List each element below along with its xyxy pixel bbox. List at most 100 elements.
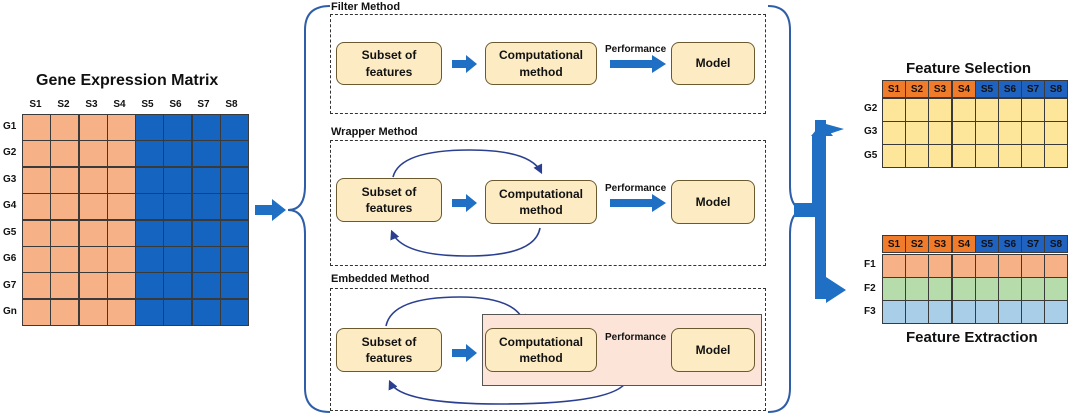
- matrix-cell: [50, 140, 79, 167]
- table-cell: [1044, 254, 1068, 278]
- matrix-cell: [135, 193, 164, 220]
- matrix-cell: [107, 167, 136, 194]
- table-cell: [928, 121, 952, 145]
- matrix-to-methods-arrow: [255, 199, 286, 221]
- matrix-cell: [220, 193, 249, 220]
- matrix-cell: [107, 299, 136, 326]
- embedded-model-node: Model: [671, 328, 755, 372]
- matrix-cell: [22, 114, 51, 141]
- table-cell: [905, 254, 929, 278]
- embedded-method-box: [330, 288, 766, 411]
- table-header-cell: S8: [1044, 80, 1068, 98]
- matrix-row-label: G2: [3, 147, 17, 158]
- branch-arrow-up-head: [815, 120, 844, 139]
- matrix-cell: [107, 272, 136, 299]
- feature-selection-title: Feature Selection: [906, 60, 1032, 77]
- extraction-row-label: F2: [864, 283, 876, 294]
- table-cell: [952, 254, 976, 278]
- wrapper-performance-label: Performance: [605, 183, 667, 194]
- embedded-performance-label: Performance: [605, 332, 667, 343]
- table-header-cell: S5: [975, 80, 999, 98]
- matrix-col-label: S5: [141, 99, 154, 110]
- table-cell: [998, 277, 1022, 301]
- selection-row-label: G3: [864, 126, 878, 137]
- matrix-row-label: Gn: [3, 306, 17, 317]
- table-cell: [1021, 98, 1045, 122]
- matrix-col-label: S4: [113, 99, 126, 110]
- wrapper-method-box: [330, 140, 766, 266]
- table-header-cell: S2: [905, 80, 929, 98]
- table-cell: [1021, 254, 1045, 278]
- table-cell: [998, 254, 1022, 278]
- matrix-row-label: G6: [3, 253, 17, 264]
- table-cell: [952, 277, 976, 301]
- table-cell: [975, 300, 999, 324]
- extraction-row-label: F1: [864, 259, 876, 270]
- table-header-cell: S4: [952, 80, 976, 98]
- table-cell: [905, 98, 929, 122]
- table-cell: [1044, 144, 1068, 168]
- table-cell: [1021, 277, 1045, 301]
- table-header-cell: S3: [928, 235, 952, 253]
- table-header-cell: S7: [1021, 235, 1045, 253]
- matrix-col-label: S8: [225, 99, 238, 110]
- matrix-cell: [220, 299, 249, 326]
- matrix-cell: [163, 299, 192, 326]
- matrix-cell: [107, 114, 136, 141]
- table-cell: [998, 121, 1022, 145]
- table-cell: [882, 121, 906, 145]
- table-cell: [952, 144, 976, 168]
- table-cell: [882, 277, 906, 301]
- wrapper-method-title: Wrapper Method: [331, 126, 418, 138]
- wrapper-subset-node: Subset of features: [336, 178, 442, 222]
- filter-method-box: [330, 14, 766, 114]
- matrix-cell: [220, 272, 249, 299]
- table-header-cell: S7: [1021, 80, 1045, 98]
- matrix-cell: [50, 299, 79, 326]
- embedded-compute-node: Computational method: [485, 328, 597, 372]
- matrix-row-label: G3: [3, 174, 17, 185]
- table-cell: [952, 300, 976, 324]
- table-cell: [998, 144, 1022, 168]
- matrix-cell: [135, 299, 164, 326]
- wrapper-arrow-2: [610, 194, 666, 212]
- table-header-cell: S8: [1044, 235, 1068, 253]
- table-cell: [928, 98, 952, 122]
- wrapper-model-node: Model: [671, 180, 755, 224]
- filter-arrow-2: [610, 55, 666, 73]
- matrix-cell: [50, 114, 79, 141]
- table-cell: [1044, 121, 1068, 145]
- table-cell: [905, 300, 929, 324]
- table-cell: [975, 98, 999, 122]
- branch-arrow-up: [811, 123, 833, 217]
- table-cell: [952, 98, 976, 122]
- table-cell: [975, 144, 999, 168]
- table-cell: [882, 300, 906, 324]
- table-cell: [952, 121, 976, 145]
- table-cell: [882, 98, 906, 122]
- table-header-cell: S4: [952, 235, 976, 253]
- feature-extraction-title: Feature Extraction: [906, 329, 1038, 346]
- table-cell: [905, 144, 929, 168]
- selection-row-label: G2: [864, 103, 878, 114]
- matrix-cell: [107, 193, 136, 220]
- table-cell: [928, 300, 952, 324]
- embedded-subset-node: Subset of features: [336, 328, 442, 372]
- wrapper-curve-top: [392, 149, 543, 178]
- matrix-cell: [22, 167, 51, 194]
- left-brace: [287, 5, 331, 413]
- table-cell: [882, 144, 906, 168]
- matrix-col-label: S7: [197, 99, 210, 110]
- embedded-method-title: Embedded Method: [331, 273, 430, 285]
- matrix-cell: [192, 246, 221, 273]
- filter-compute-node: Computational method: [485, 42, 597, 85]
- matrix-cell: [79, 246, 108, 273]
- table-cell: [1021, 144, 1045, 168]
- filter-method-title: Filter Method: [331, 1, 401, 13]
- table-cell: [1044, 300, 1068, 324]
- wrapper-curve-bottom: [390, 227, 541, 257]
- table-header-cell: S2: [905, 235, 929, 253]
- table-cell: [928, 254, 952, 278]
- matrix-col-label: S6: [169, 99, 182, 110]
- branch-arrow-down-head: [815, 277, 846, 303]
